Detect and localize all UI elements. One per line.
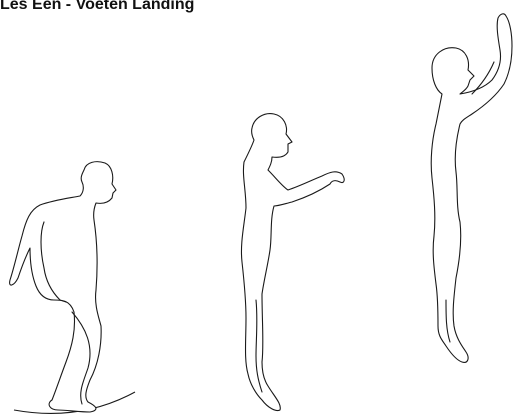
jumping-arms-raised-figure [431, 14, 512, 363]
crouched-figure-outline [10, 162, 116, 412]
standing-arms-forward-figure [241, 114, 344, 411]
jumping-figure-outline [431, 14, 512, 363]
crouched-landing-figure [10, 162, 116, 412]
